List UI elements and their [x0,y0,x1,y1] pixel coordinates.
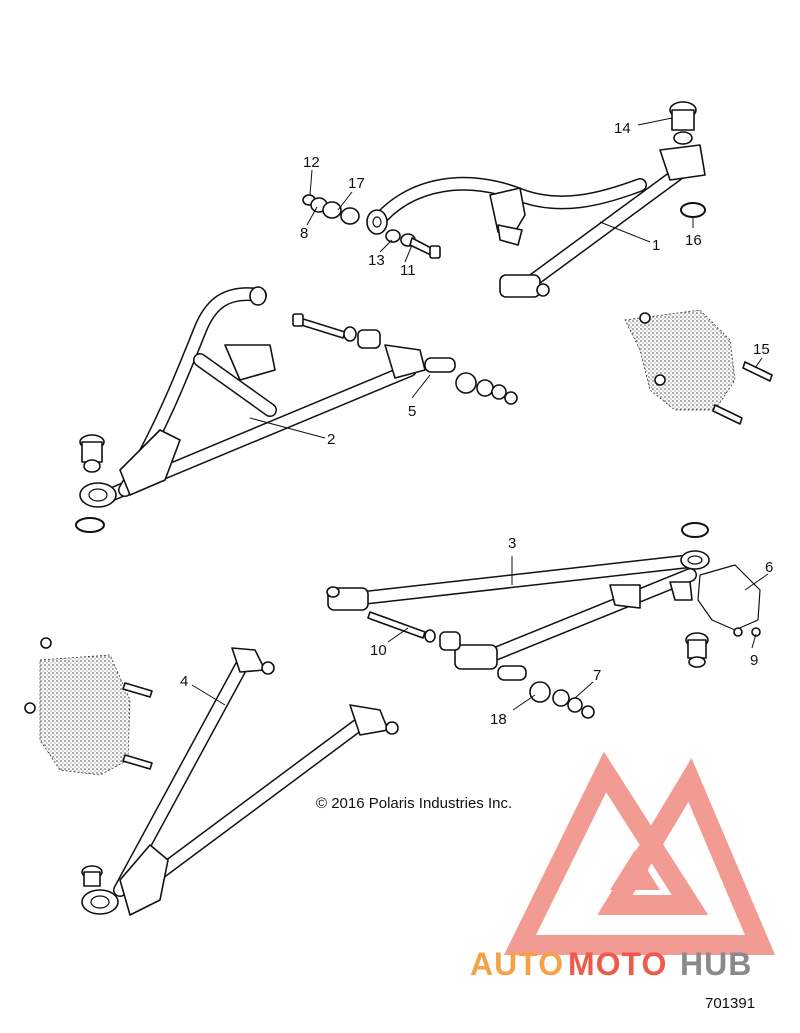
part-1-upper-a-arm [366,144,706,298]
watermark-moto: MOTO [568,946,667,982]
callout-4: 4 [180,673,188,690]
callout-10: 10 [370,642,387,659]
callout-5: 5 [408,403,416,420]
callout-12: 12 [303,154,320,171]
watermark-logo [503,751,776,955]
part-14-ball-joint [669,101,697,145]
part-9-bolt-b [751,627,761,637]
copyright-notice: © 2016 Polaris Industries Inc. [316,795,512,812]
part-16-snap-ring [680,202,706,218]
callouts: 1 2 3 4 5 6 7 8 9 10 11 12 13 14 15 16 1… [180,120,773,728]
callout-13: 13 [368,252,385,269]
part-4-ball-joint [81,865,103,887]
part-3-snap-ring [681,522,709,538]
callout-11: 11 [400,262,416,279]
part-3-ball-joint [685,632,709,668]
part-2-snap-ring [75,517,105,533]
part-2-lower-a-arm [79,286,426,508]
part-6-guard [697,564,761,631]
callout-15: 15 [753,341,770,358]
callout-2: 2 [327,431,335,448]
callout-6: 6 [765,559,773,576]
callout-18: 18 [490,711,507,728]
part-9-bolt [733,627,743,637]
callout-8: 8 [300,225,308,242]
callout-14: 14 [614,120,631,137]
part-2-ball-joint [79,434,105,473]
callout-3: 3 [508,535,516,552]
part-3-rear-arm [326,550,710,670]
hardware-group-rear [367,611,595,719]
knuckle-lower-left [24,637,153,776]
callout-9: 9 [750,652,758,669]
knuckle-upper-right [624,309,773,425]
callout-1: 1 [652,237,660,254]
watermark-auto: AUTO [470,946,564,982]
callout-7: 7 [593,667,601,684]
leader-lines [191,117,769,711]
callout-17: 17 [348,175,365,192]
callout-16: 16 [685,232,702,249]
hardware-group-lower-front [292,313,518,405]
watermark-text: AUTO MOTO HUB [470,946,752,982]
hardware-group-upper [302,194,441,259]
watermark-hub: HUB [680,946,752,982]
diagram-id: 701391 [705,995,755,1012]
